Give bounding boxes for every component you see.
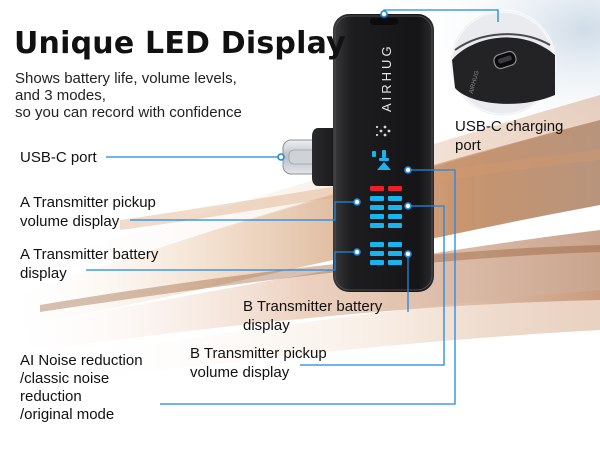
device-brand-text: AIRHUG <box>379 43 394 112</box>
callout-b-pickup-volume: B Transmitter pickup volume display <box>190 344 327 382</box>
callout-text: B Transmitter battery <box>243 298 383 315</box>
callout-text: USB-C charging <box>455 118 564 135</box>
b-battery-leds <box>388 242 402 265</box>
a-pickup-volume-leds <box>370 196 384 228</box>
subtitle-line: and 3 modes, <box>15 87 106 104</box>
callout-text: volume display <box>190 364 290 381</box>
ai-mode-indicator-icon <box>372 150 391 170</box>
callout-text: display <box>20 265 67 282</box>
callout-a-battery: A Transmitter battery display <box>20 245 158 283</box>
subtitle-line: Shows battery life, volume levels, <box>15 70 237 87</box>
callout-text: volume display <box>20 213 120 230</box>
charging-port-zoom: AIRHUG <box>449 9 557 117</box>
callout-text: A Transmitter battery <box>20 246 159 263</box>
callout-text: B Transmitter pickup <box>190 345 327 362</box>
brand-logo-icon <box>375 125 391 137</box>
subtitle-line: so you can record with confidence <box>15 104 242 121</box>
callout-noise-modes: AI Noise reduction /classic noise reduct… <box>20 352 143 424</box>
callout-text: USB-C port <box>20 149 97 166</box>
callout-text: /classic noise <box>20 370 110 387</box>
b-pickup-volume-leds <box>388 196 402 228</box>
callout-text: reduction <box>20 388 82 405</box>
callout-text: A Transmitter pickup <box>20 194 156 211</box>
callout-a-pickup-volume: A Transmitter pickup volume display <box>20 193 156 231</box>
body-charging-port <box>370 18 398 25</box>
b-red-led <box>388 186 402 191</box>
page-subtitle: Shows battery life, volume levels, and 3… <box>15 70 275 121</box>
callout-b-battery: B Transmitter battery display <box>243 297 382 335</box>
callout-usbc-port: USB-C port <box>20 148 97 167</box>
a-battery-leds <box>370 242 384 265</box>
callout-text: display <box>243 317 290 334</box>
page-title: Unique LED Display <box>14 26 346 61</box>
callout-text: port <box>455 137 481 154</box>
callout-text: AI Noise reduction <box>20 352 143 369</box>
callout-text: /original mode <box>20 406 115 423</box>
svg-text:AIRHUG: AIRHUG <box>469 70 481 94</box>
a-red-led <box>370 186 384 191</box>
callout-usbc-charging-port: USB-C charging port <box>455 117 563 155</box>
